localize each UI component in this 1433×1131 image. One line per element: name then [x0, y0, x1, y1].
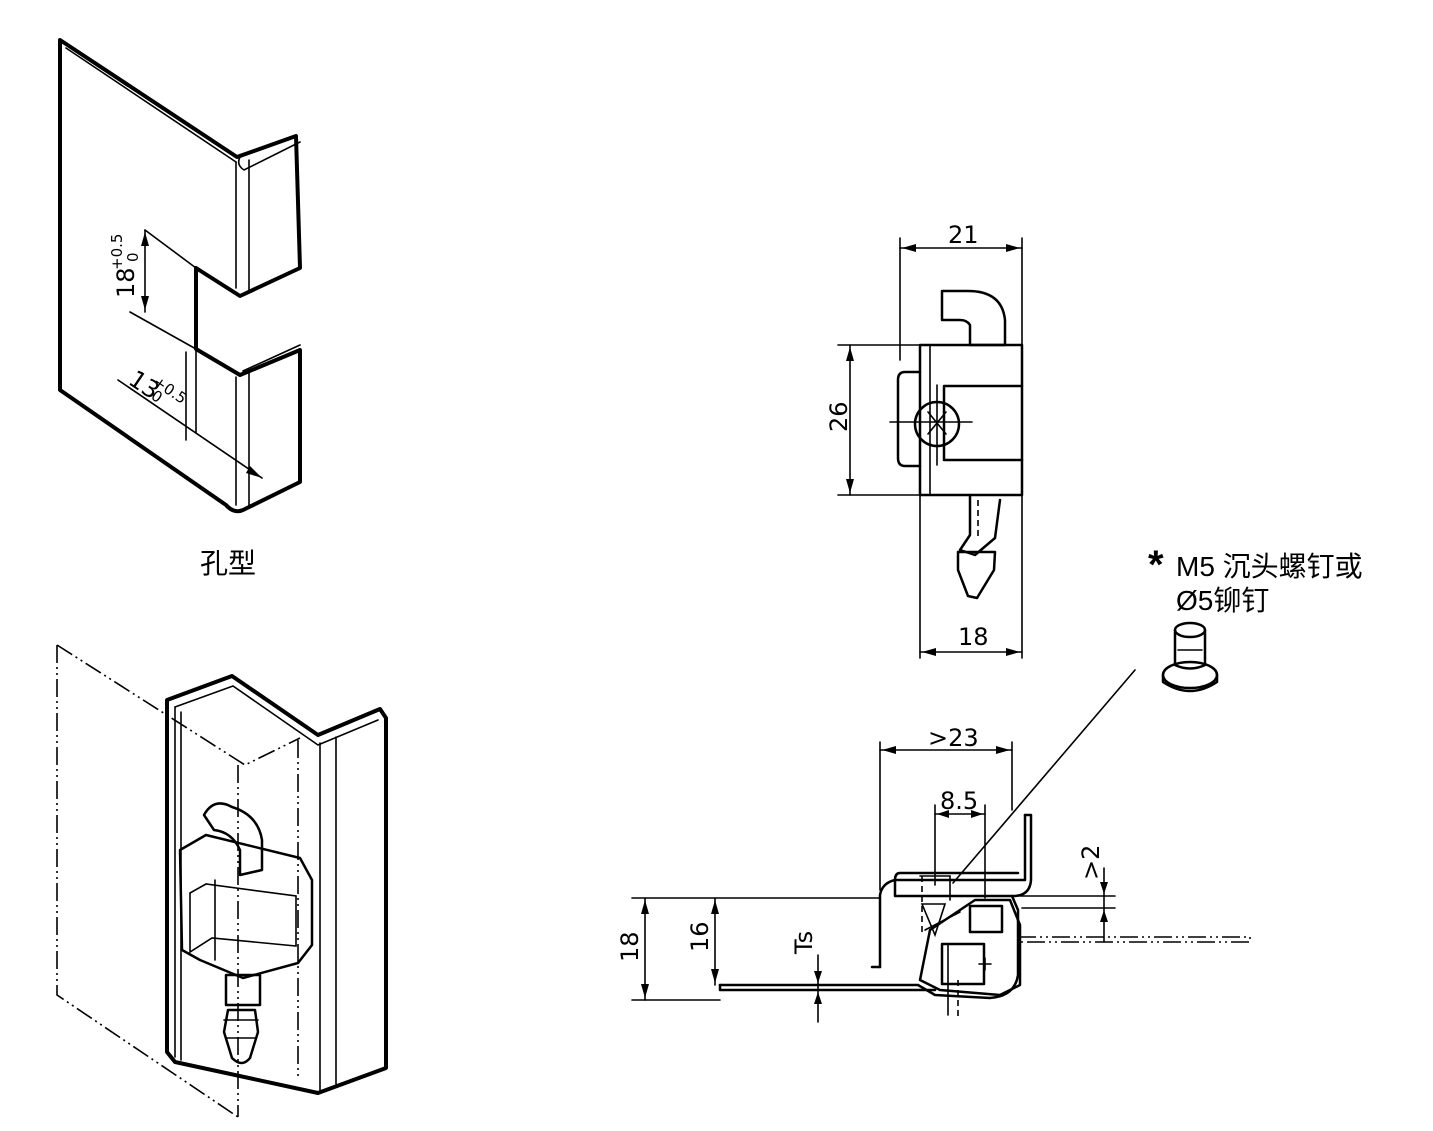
note-leader-line	[952, 669, 1136, 884]
slot-height-dimension: 18	[112, 267, 140, 298]
note-line-2: Ø5铆钉	[1176, 585, 1269, 616]
hinge-section-view: >23 8.5 >2	[616, 724, 1251, 1023]
fastener-note: * M5 沉头螺钉或 Ø5铆钉	[1148, 543, 1363, 616]
mounted-hinge-isometric-view	[56, 644, 388, 1118]
width-21-dimension: 21	[948, 221, 979, 249]
section-offset-dimension: 8.5	[940, 787, 978, 815]
note-line-1: M5 沉头螺钉或	[1176, 551, 1363, 582]
width-18-dimension: 18	[958, 623, 989, 651]
slot-height-tol-lower: 0	[124, 252, 142, 262]
section-width-dimension: >23	[928, 724, 979, 752]
note-star: *	[1148, 543, 1164, 587]
height-26-dimension: 26	[825, 401, 853, 432]
section-height-18-dimension: 18	[616, 931, 644, 962]
section-gap-dimension: >2	[1077, 845, 1105, 880]
hole-type-isometric-view: 18 +0.5 0 13 +0.5 0	[58, 38, 302, 514]
section-height-16-dimension: 16	[686, 921, 714, 952]
hole-type-label: 孔型	[200, 548, 256, 579]
screw-icon	[1161, 621, 1219, 693]
sheet-thickness-label: Ts	[790, 931, 818, 955]
slot-height-tol-upper: +0.5	[108, 234, 126, 270]
hinge-front-view: 21 26 18	[825, 221, 1024, 659]
